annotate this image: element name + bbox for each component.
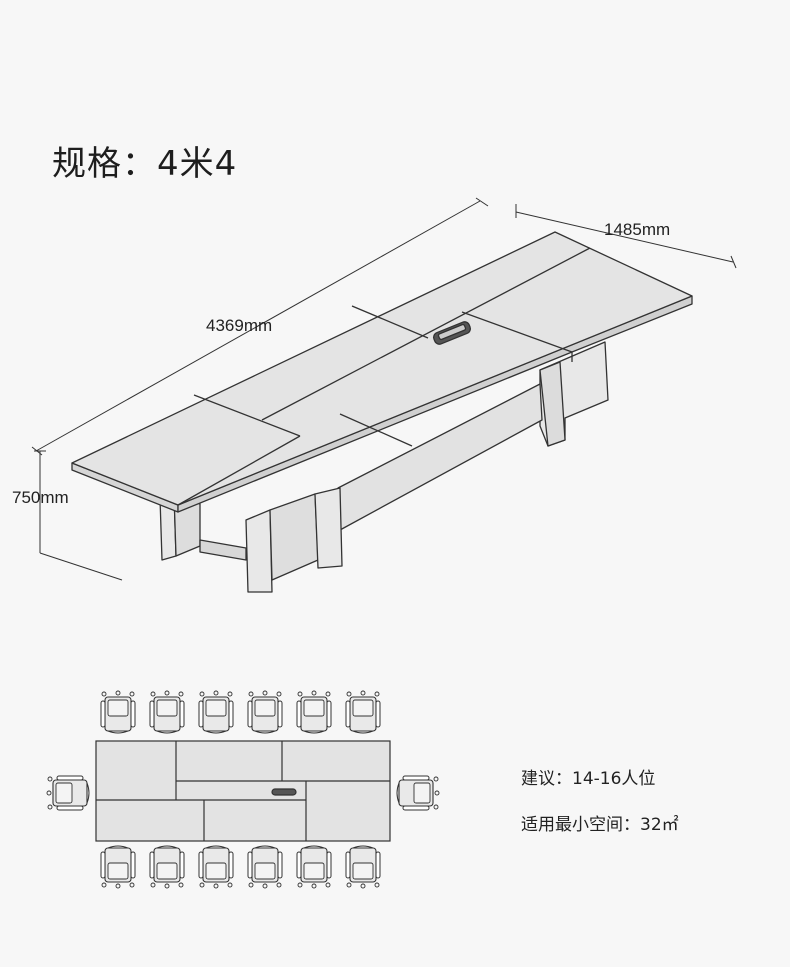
chair-left-end [46,775,90,811]
chair-right-end [396,775,440,811]
table-top-view [95,740,391,842]
width-label: 1485mm [604,220,671,239]
table-isometric-drawing [31,197,737,593]
width-dimension-line [515,211,734,263]
min-space-text: 适用最小空间：32㎡ [521,815,679,835]
table-top [71,231,693,506]
chair-row-top [100,690,381,734]
length-dimension-line [35,200,481,452]
capacity-text: 建议：14-16人位 [521,769,656,789]
length-label: 4369mm [206,316,273,335]
spec-title: 规格：4米4 [52,144,238,184]
height-label: 750mm [12,488,69,507]
chair-row-bottom [100,845,381,889]
